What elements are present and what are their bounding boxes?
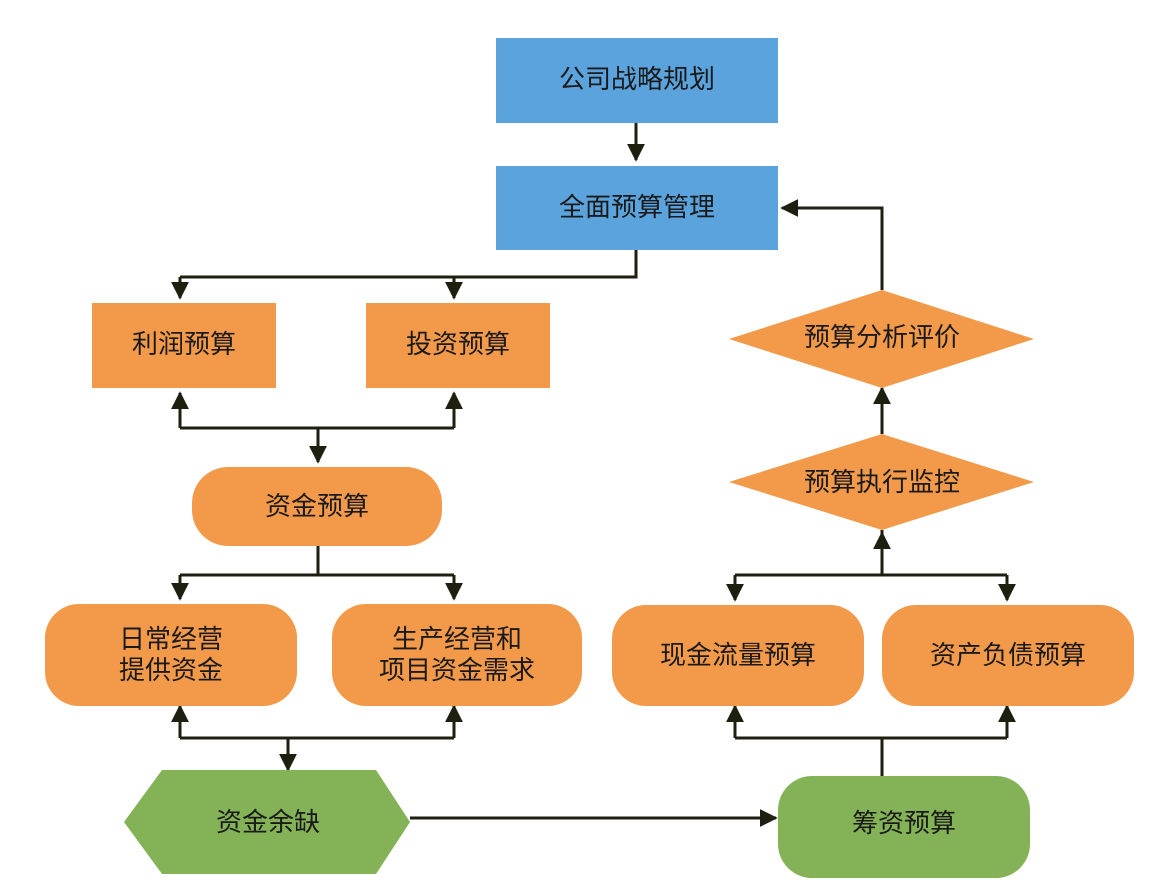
node-analysis-eval: 预算分析评价: [729, 290, 1034, 388]
node-cashflow-budget: 现金流量预算: [612, 605, 864, 706]
connector-financing-up: [735, 736, 1007, 776]
node-cashflow-budget-label: 现金流量预算: [660, 641, 816, 671]
node-investment-budget: 投资预算: [366, 303, 550, 388]
connector-comprehensive-split: [180, 250, 638, 279]
node-daily-ops: 日常经营 提供资金: [45, 604, 297, 706]
node-production-ops: 生产经营和 项目资金需求: [332, 604, 582, 706]
node-execution-monitor-label: 预算执行监控: [804, 468, 960, 498]
connectors: [171, 123, 1016, 827]
node-strategy: 公司战略规划: [496, 38, 778, 123]
node-analysis-eval-label: 预算分析评价: [804, 323, 960, 353]
node-comprehensive-budget: 全面预算管理: [496, 166, 778, 250]
node-execution-monitor: 预算执行监控: [729, 434, 1034, 530]
node-financing-budget-label: 筹资预算: [852, 809, 956, 839]
node-daily-ops-line1: 日常经营: [119, 625, 223, 655]
node-production-ops-line1: 生产经营和: [392, 625, 522, 655]
connector-fund-budget-split: [180, 546, 454, 577]
node-daily-ops-line2: 提供资金: [119, 656, 223, 686]
node-balance-budget: 资产负债预算: [882, 605, 1134, 706]
connector-monitor-split: [735, 530, 1007, 577]
node-fund-budget-label: 资金预算: [265, 492, 369, 522]
node-profit-budget-label: 利润预算: [132, 330, 236, 360]
node-balance-budget-label: 资产负债预算: [930, 641, 1086, 671]
node-fund-gap: 资金余缺: [124, 770, 410, 874]
connector-analysis-to-comprehensive: [780, 199, 884, 290]
node-investment-budget-label: 投资预算: [406, 330, 510, 360]
node-fund-gap-label: 资金余缺: [216, 808, 320, 838]
node-comprehensive-budget-label: 全面预算管理: [559, 193, 715, 223]
node-strategy-label: 公司战略规划: [559, 65, 715, 95]
node-production-ops-line2: 项目资金需求: [379, 656, 535, 686]
node-profit-budget: 利润预算: [92, 303, 276, 388]
node-fund-budget: 资金预算: [192, 467, 442, 546]
node-financing-budget: 筹资预算: [778, 776, 1030, 878]
